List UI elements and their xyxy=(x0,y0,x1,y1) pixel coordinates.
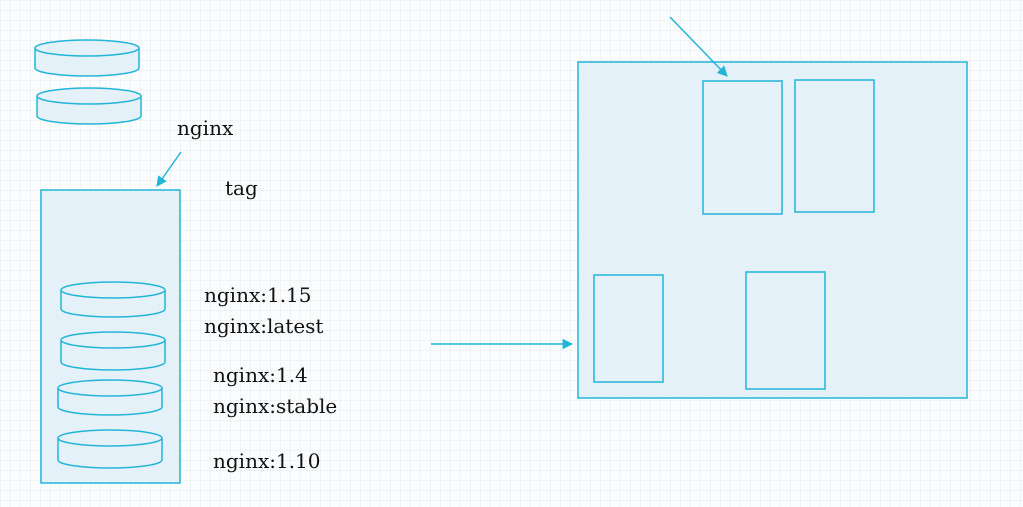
tag-layer-4 xyxy=(57,429,163,469)
tag-layer-2 xyxy=(60,331,166,371)
tag-label-nginx-1-10: nginx:1.10 xyxy=(213,449,321,473)
image-layer-top-2 xyxy=(36,87,142,125)
container-1 xyxy=(702,80,783,215)
container-3 xyxy=(593,274,664,383)
container-2 xyxy=(794,79,875,213)
tag-label-nginx-latest: nginx:latest xyxy=(204,314,324,338)
tag-layer-1 xyxy=(60,281,166,318)
image-layer-top-1 xyxy=(34,39,140,77)
container-arrow xyxy=(669,16,728,77)
tag-label: tag xyxy=(225,176,258,200)
tag-label-nginx-1-4: nginx:1.4 xyxy=(213,363,308,387)
tag-label-nginx-1-15: nginx:1.15 xyxy=(204,283,312,307)
tag-layer-3 xyxy=(57,379,163,416)
repo-label: nginx xyxy=(177,116,234,140)
tag-label-nginx-stable: nginx:stable xyxy=(213,394,338,418)
repo-arrow xyxy=(156,151,182,187)
container-4 xyxy=(745,271,826,390)
